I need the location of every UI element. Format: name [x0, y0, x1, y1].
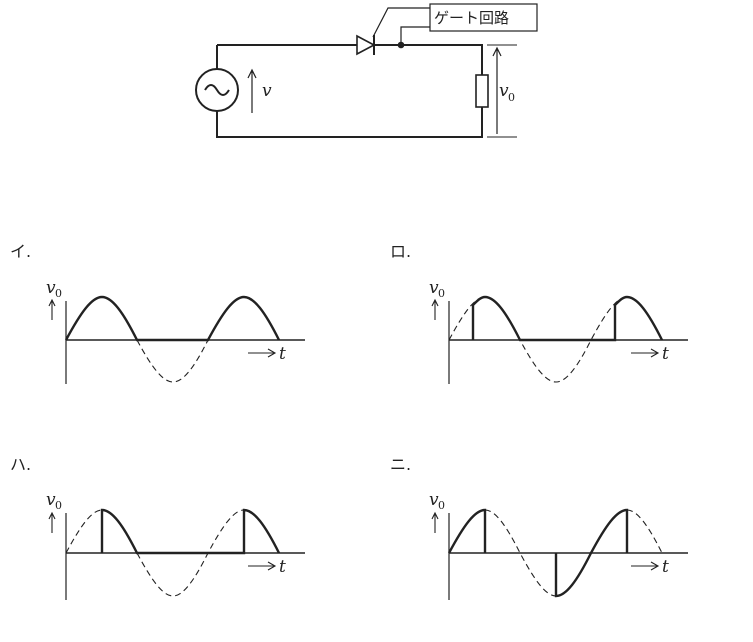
option-ha-t-var: t — [279, 557, 286, 577]
option-ha-label: ハ. — [10, 455, 31, 474]
option-ha-y-sub: 0 — [55, 499, 62, 512]
option-i-t-var: t — [279, 344, 286, 364]
circuit-diagram — [195, 3, 538, 138]
ac-wave-icon — [204, 84, 230, 96]
option-ni-wave-dashed — [484, 509, 663, 597]
option-i-y-sub: 0 — [55, 287, 62, 300]
option-ha: ハ. v 0 t — [10, 455, 305, 600]
option-i-wave-solid — [64, 295, 281, 342]
output-voltage-arrow — [492, 46, 502, 134]
ac-source-symbol — [195, 68, 239, 112]
thyristor-symbol — [356, 34, 376, 56]
option-i-y-var: v — [46, 278, 56, 298]
source-voltage-label: v — [262, 81, 272, 101]
option-i-y-arrow — [48, 298, 56, 320]
option-ro-t-var: t — [662, 344, 669, 364]
option-ni-label: ニ. — [390, 455, 411, 474]
wire-right-lower — [216, 107, 483, 138]
option-ni-t-var: t — [662, 557, 669, 577]
option-i-label: イ. — [10, 242, 31, 261]
option-ro-y-var: v — [429, 278, 439, 298]
gate-circuit-label: ゲート回路 — [434, 9, 509, 27]
gate-circuit-box — [429, 3, 538, 32]
option-ni-wave-solid — [447, 508, 629, 598]
option-ha-t-arrow — [248, 561, 277, 571]
output-voltage-sub: 0 — [508, 91, 515, 104]
option-ni-y-arrow — [431, 511, 439, 533]
option-ro-y-arrow — [431, 298, 439, 320]
option-i: イ. v 0 t — [10, 242, 305, 384]
gate-lead-2 — [400, 26, 430, 45]
option-ni-t-arrow — [631, 561, 660, 571]
option-ni-y-sub: 0 — [438, 499, 445, 512]
gate-lead — [372, 7, 430, 38]
option-i-t-arrow — [248, 348, 277, 358]
output-voltage-label: v — [499, 81, 509, 101]
option-ha-wave-dashed — [65, 509, 245, 597]
option-ha-y-arrow — [48, 511, 56, 533]
resistor-symbol — [475, 74, 489, 108]
option-ha-y-var: v — [46, 490, 56, 510]
option-i-wave-dashed — [136, 339, 209, 383]
option-ro-label: ロ. — [390, 242, 411, 261]
option-ni-y-var: v — [429, 490, 439, 510]
option-ro: ロ. v 0 t — [390, 242, 688, 384]
option-ni: ニ. v 0 t — [390, 455, 688, 600]
option-ro-y-sub: 0 — [438, 287, 445, 300]
wire-top-right — [374, 44, 483, 75]
option-ha-wave-solid — [100, 508, 281, 555]
option-ro-wave-solid — [471, 295, 664, 342]
option-ro-t-arrow — [631, 348, 660, 358]
source-voltage-arrow — [247, 68, 257, 113]
